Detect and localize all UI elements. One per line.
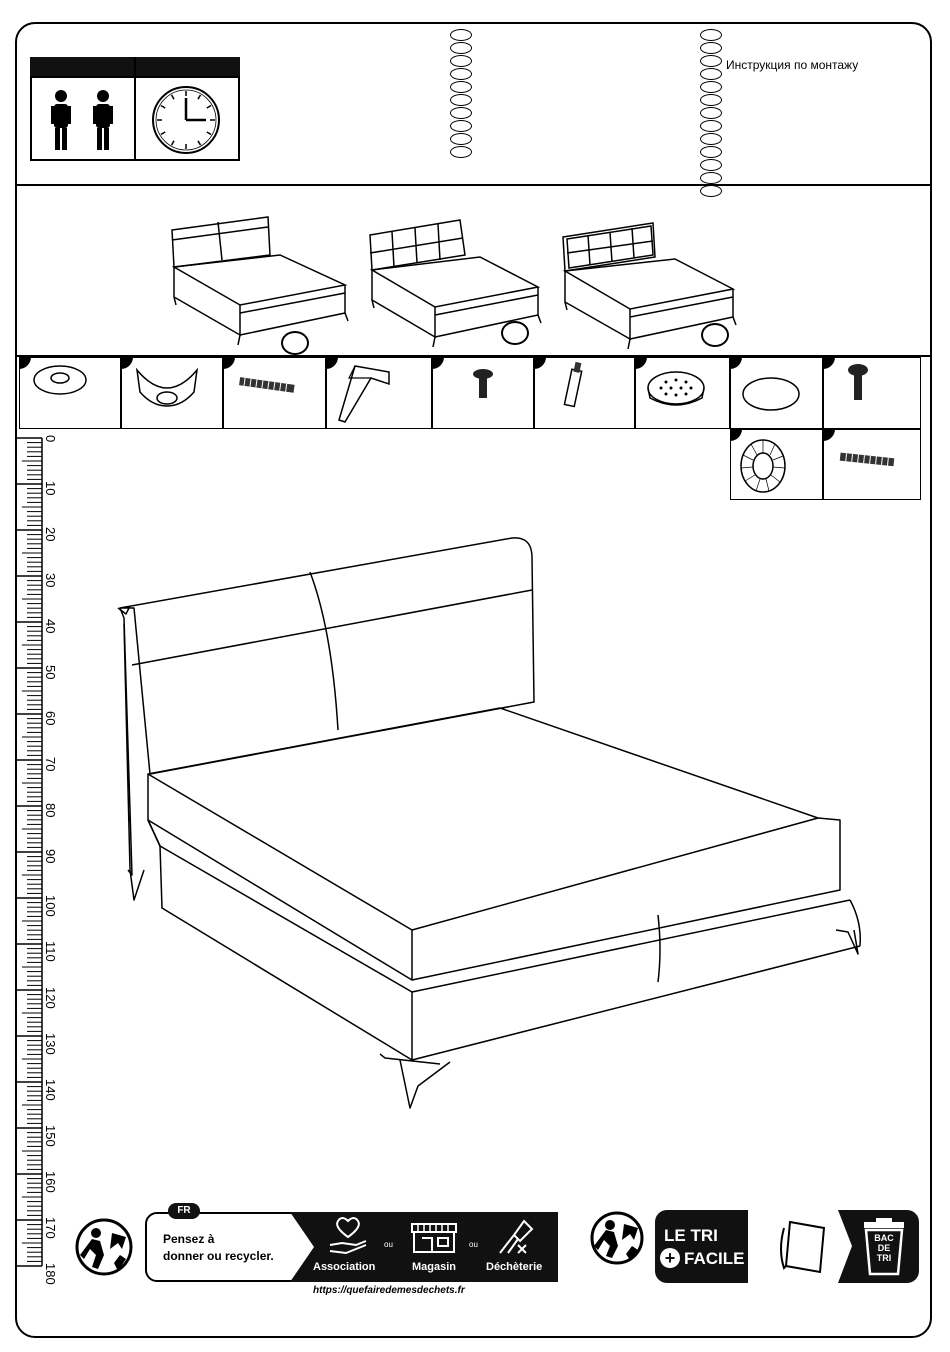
part-washer	[19, 357, 121, 429]
glide-pad-icon	[636, 358, 730, 428]
ruler-label: 160	[43, 1171, 58, 1193]
bin-label: BAC DE TRI	[870, 1233, 898, 1263]
ruler-label: 120	[43, 987, 58, 1009]
washer-icon	[20, 358, 120, 428]
bed-assembled-illustration	[100, 530, 880, 1120]
bin-label-line3: TRI	[870, 1253, 898, 1263]
country-badge: FR	[168, 1203, 200, 1219]
ruler-label: 110	[43, 941, 58, 962]
clock-icon	[150, 84, 222, 156]
ruler-label: 100	[43, 895, 58, 917]
ruler-label: 50	[43, 665, 58, 679]
variant-select-oval-3[interactable]	[701, 323, 729, 347]
bin-label-line2: DE	[870, 1243, 898, 1253]
bin-label-line1: BAC	[870, 1233, 898, 1243]
option-decheterie-label: Déchèterie	[486, 1261, 542, 1273]
part-spring-washer	[730, 429, 823, 500]
recycle-slogan-line1: Pensez à	[163, 1232, 214, 1246]
ruler-label: 10	[43, 481, 58, 495]
ruler-label: 70	[43, 757, 58, 771]
part-short-bolt	[432, 357, 534, 429]
language-ovals-col1	[450, 29, 472, 158]
bed-variant-quilted-icon	[360, 205, 560, 355]
two-persons-icon	[40, 88, 130, 154]
recycle-slogan-line2: donner ou recycler.	[163, 1249, 274, 1263]
part-leg	[326, 357, 432, 429]
part-long-bolt	[823, 357, 921, 429]
felt-disc-icon	[731, 358, 823, 428]
option-separator-1: ou	[384, 1240, 393, 1249]
ruler-label: 20	[43, 527, 58, 541]
option-magasin-label: Magasin	[412, 1261, 456, 1273]
dowel-icon	[535, 358, 635, 428]
ruler-label: 30	[43, 573, 58, 587]
ruler-label: 40	[43, 619, 58, 633]
long-bolt-icon	[824, 358, 920, 428]
recycling-center-icon	[496, 1215, 538, 1257]
variant-select-oval-1[interactable]	[281, 331, 309, 355]
language-ovals-col2	[700, 29, 722, 197]
ruler-label: 90	[43, 849, 58, 863]
ruler-label: 60	[43, 711, 58, 725]
short-rod-icon	[824, 430, 920, 500]
ruler-label: 170	[43, 1217, 58, 1239]
shop-icon	[408, 1220, 460, 1256]
tri-line2: FACILE	[684, 1249, 744, 1269]
bed-variant-smooth-icon	[160, 205, 360, 355]
threaded-rod-icon	[224, 358, 324, 428]
triman-icon	[70, 1215, 138, 1279]
part-glide-pad	[635, 357, 730, 429]
option-separator-2: ou	[469, 1240, 478, 1249]
ruler-label: 130	[43, 1033, 58, 1055]
spring-washer-icon	[731, 430, 823, 500]
part-wing-nut	[121, 357, 223, 429]
wing-nut-icon	[122, 358, 222, 428]
variant-select-oval-2[interactable]	[501, 321, 529, 345]
tri-line1: LE TRI	[664, 1226, 718, 1246]
recycle-url-link[interactable]: https://quefairedemesdechets.fr	[313, 1285, 465, 1296]
triman-icon-2	[586, 1208, 648, 1268]
tri-facile-paper-area	[748, 1210, 858, 1283]
furniture-leg-icon	[327, 358, 431, 428]
option-association-label: Association	[313, 1261, 375, 1273]
short-bolt-icon	[433, 358, 533, 428]
ruler-label: 140	[43, 1079, 58, 1101]
measurement-ruler	[14, 436, 44, 1282]
ruler-label: 150	[43, 1125, 58, 1147]
part-felt-disc	[730, 357, 823, 429]
plus-icon: +	[660, 1248, 680, 1268]
part-dowel	[534, 357, 635, 429]
header-divider	[17, 184, 930, 186]
requirements-divider	[134, 57, 136, 161]
ruler-label: 80	[43, 803, 58, 817]
ruler-label: 180	[43, 1263, 58, 1285]
part-short-rod	[823, 429, 921, 500]
part-threaded-rod	[223, 357, 326, 429]
heart-hand-icon	[326, 1215, 372, 1255]
instruction-title: Инструкция по монтажу	[726, 58, 858, 72]
ruler-label: 0	[43, 435, 58, 442]
